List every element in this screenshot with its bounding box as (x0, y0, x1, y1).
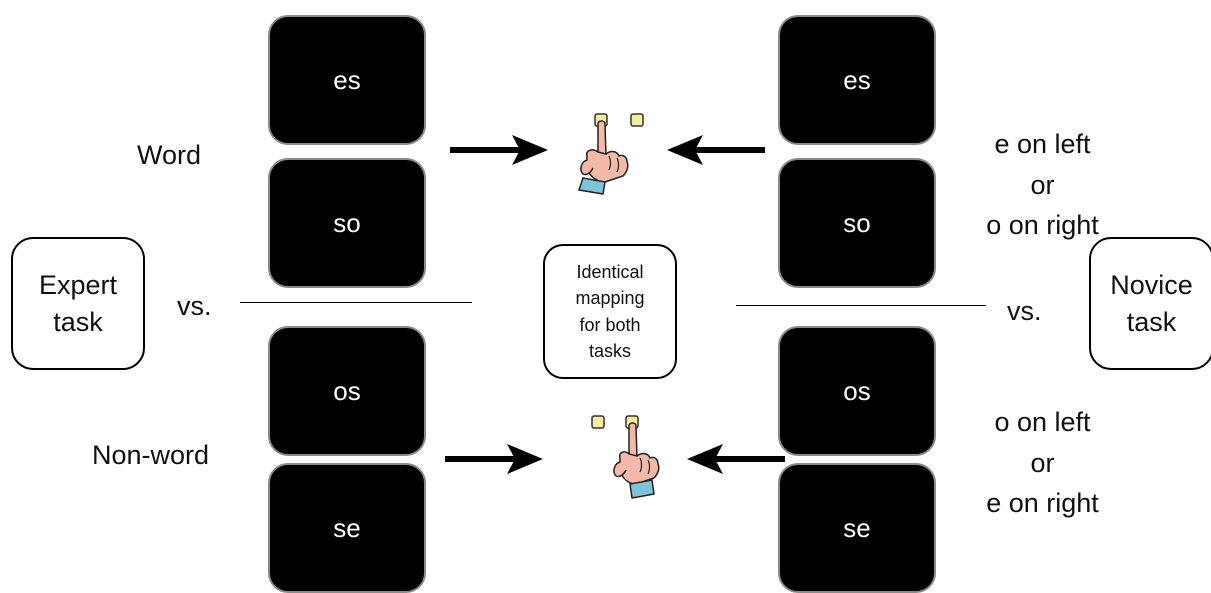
stimulus-text: so (843, 207, 871, 238)
expert-box-line-2: task (53, 306, 103, 337)
novice-box-line-1: Novice (1110, 270, 1193, 301)
novice-task-box: Novice task (1089, 237, 1211, 370)
nonword-label: Non-word (92, 440, 210, 470)
rule-word-line-2: or (1030, 169, 1055, 200)
center-box-line-2: mapping (575, 288, 645, 309)
expert-task-box: Expert task (11, 237, 145, 370)
divider-right (736, 305, 986, 306)
vs-left-label: vs. (177, 291, 212, 321)
arrow-icon (687, 444, 785, 474)
expert-box-line-1: Expert (38, 270, 118, 301)
center-box-line-1: Identical (576, 262, 644, 283)
hand-pressing-right-key-icon (591, 415, 660, 499)
rule-word-line-3: o on right (986, 210, 1099, 240)
vs-right-label: vs. (1007, 296, 1042, 326)
identical-mapping-box: Identical mapping for both tasks (543, 244, 677, 379)
stimulus-left-nonword-1: os (268, 326, 426, 456)
response-rule-nonword: o on left or e on right (975, 402, 1110, 524)
word-label: Word (137, 140, 202, 170)
stimulus-right-nonword-1: os (778, 326, 936, 456)
stimulus-right-nonword-2: se (778, 463, 936, 593)
arrow-icon (450, 135, 548, 165)
hand-pressing-left-key-icon (578, 113, 644, 195)
stimulus-left-nonword-2: se (268, 463, 426, 593)
stimulus-text: es (333, 64, 361, 95)
stimulus-text: os (333, 375, 361, 406)
stimulus-text: se (843, 512, 871, 543)
stimulus-text: se (333, 512, 361, 543)
stimulus-text: os (843, 375, 871, 406)
rule-word-line-1: e on left (994, 129, 1091, 159)
stimulus-right-word-2: so (778, 158, 936, 288)
rule-nonword-line-2: or (1030, 447, 1055, 478)
response-rule-word: e on left or o on right (975, 124, 1110, 246)
stimulus-text: so (333, 207, 361, 238)
center-box-line-4: tasks (588, 340, 631, 361)
novice-box-line-2: task (1126, 306, 1177, 337)
rule-nonword-line-3: e on right (986, 488, 1099, 518)
arrow-icon (667, 135, 765, 165)
stimulus-left-word-1: es (268, 15, 426, 145)
stimulus-text: es (843, 64, 871, 95)
arrow-icon (445, 444, 543, 474)
stimulus-left-word-2: so (268, 158, 426, 288)
center-box-line-3: for both (579, 314, 641, 335)
divider-left (240, 302, 472, 303)
rule-nonword-line-1: o on left (994, 407, 1091, 437)
stimulus-right-word-1: es (778, 15, 936, 145)
